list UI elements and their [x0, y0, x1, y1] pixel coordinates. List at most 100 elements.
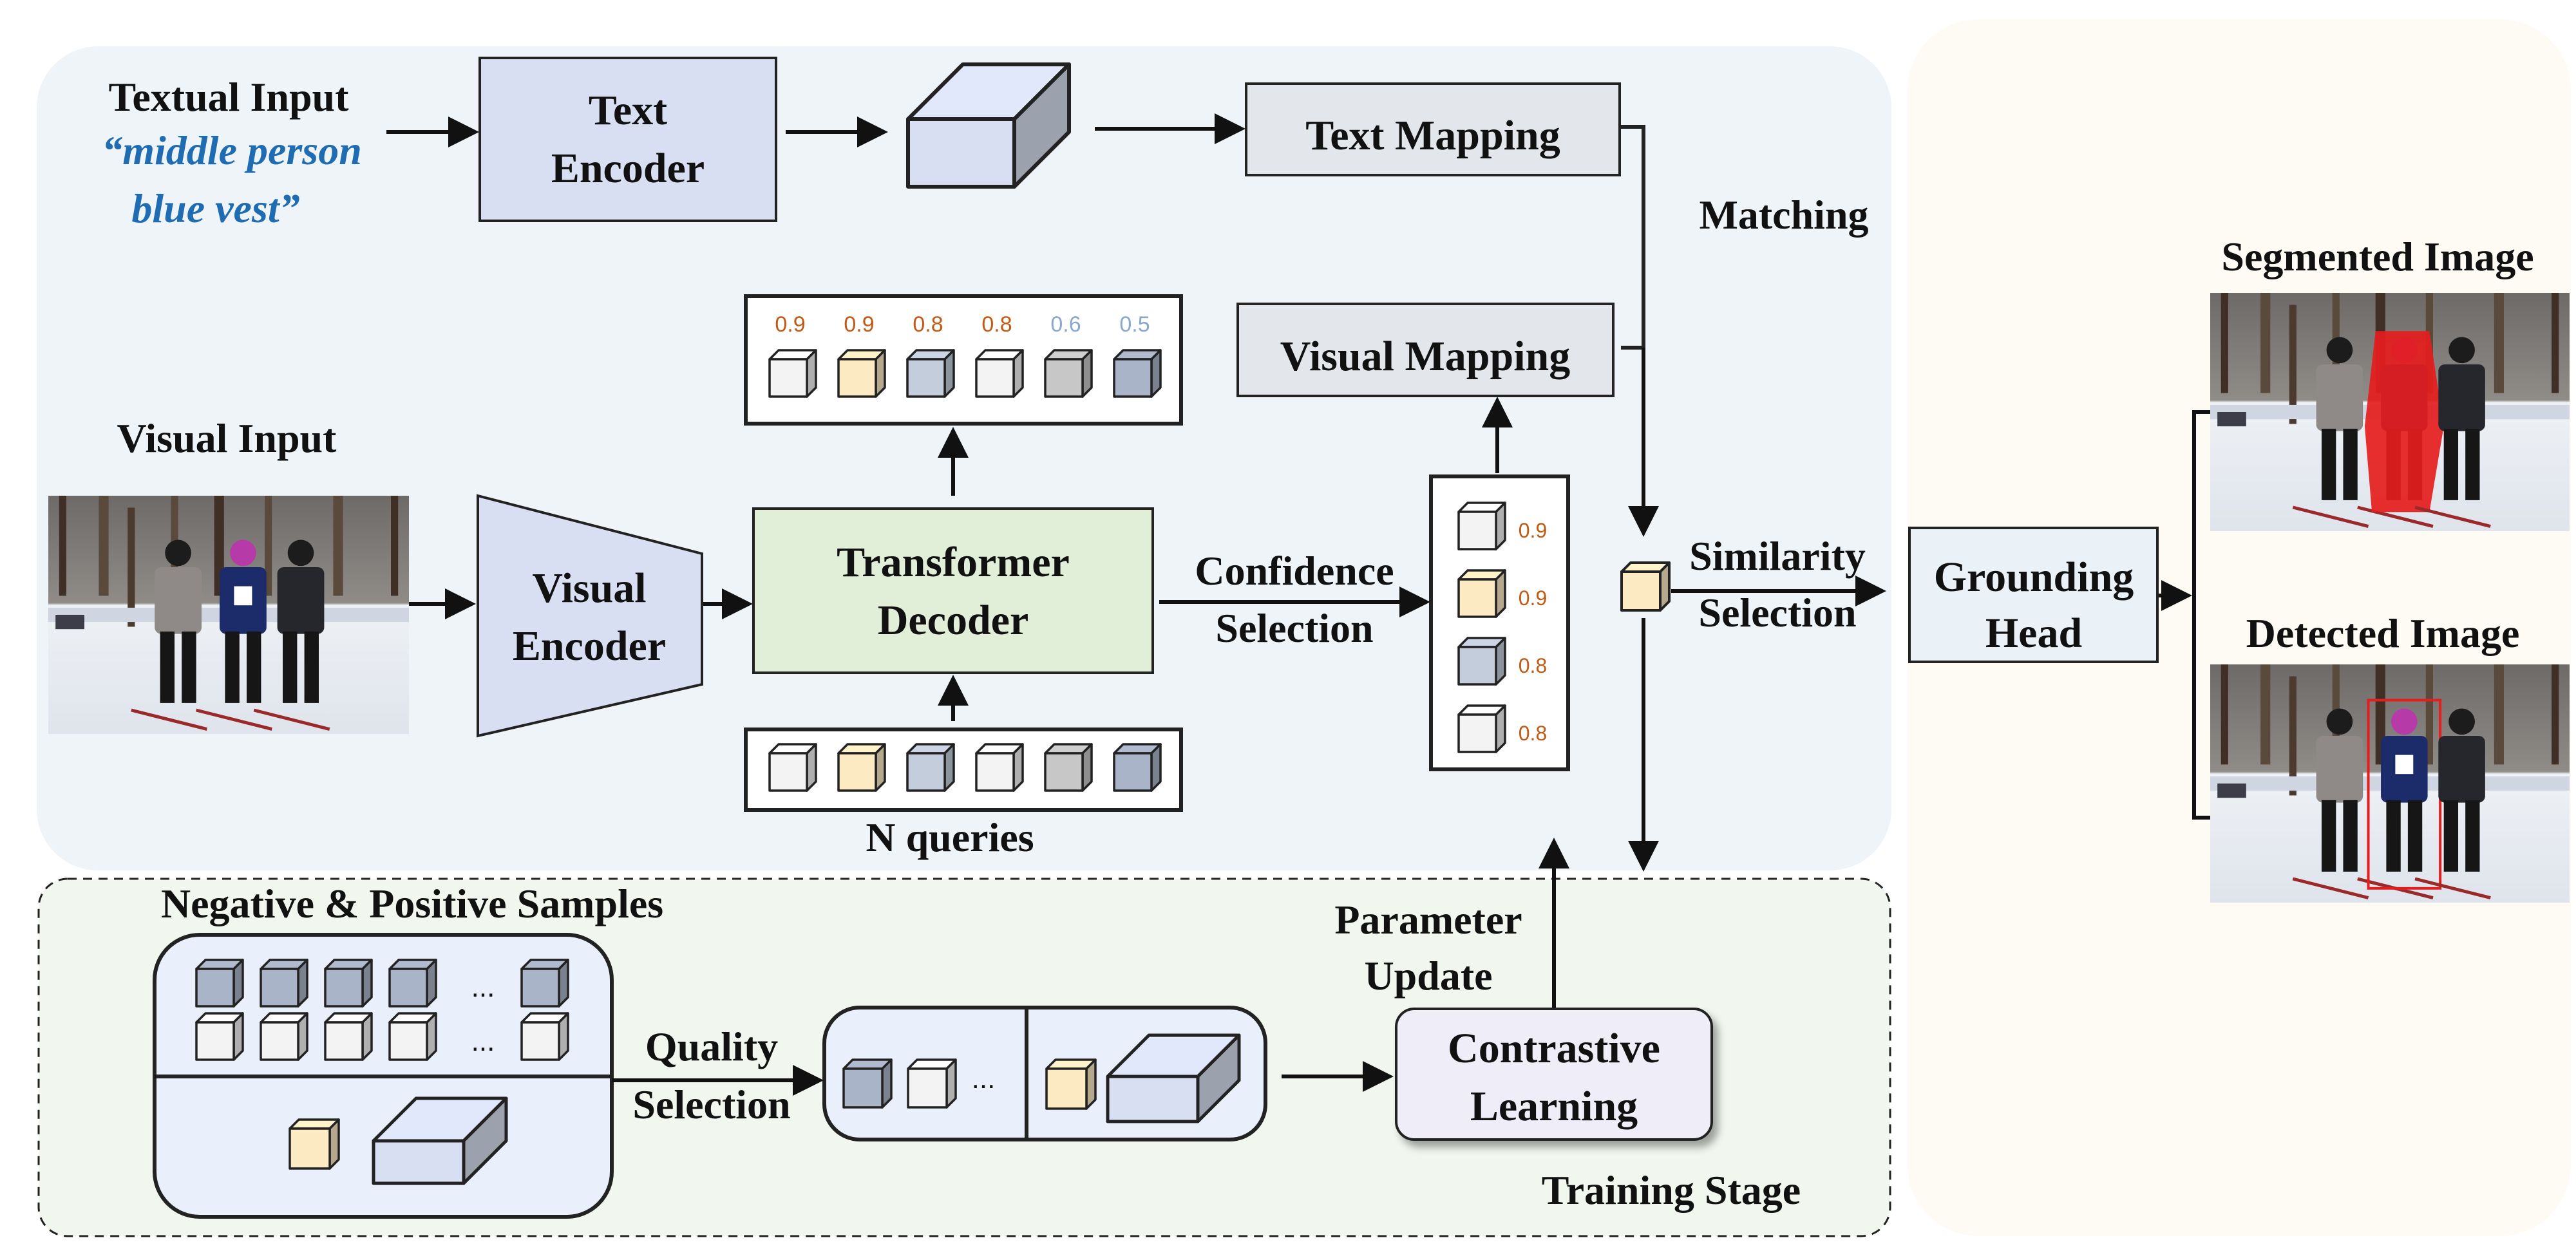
negative-sample-cube	[260, 959, 308, 1008]
input-query-cube	[768, 743, 817, 792]
input-image	[48, 496, 409, 734]
textual-input-title: Textual Input	[109, 74, 350, 120]
input-query-cube	[1113, 743, 1162, 792]
selected-positive-cube	[1045, 1058, 1097, 1110]
visual-input-title: Visual Input	[117, 415, 337, 461]
scored-query-cube	[837, 349, 886, 398]
selected-query-cube	[1457, 569, 1506, 618]
n-queries-box	[744, 728, 1183, 812]
input-query-cube	[906, 743, 955, 792]
scored-query-cube	[906, 349, 955, 398]
selected-query-score: 0.9	[1519, 519, 1547, 542]
negative-sample-cube	[388, 959, 437, 1008]
input-query-cube	[837, 743, 886, 792]
skier-figure	[131, 540, 208, 731]
skier-figure	[2414, 337, 2491, 529]
output-bracket	[2192, 410, 2215, 820]
transformer-decoder-label-1: Transformer	[837, 539, 1070, 586]
selected-query-score: 0.8	[1519, 654, 1547, 677]
samples-ellipsis: ...	[471, 972, 495, 1003]
contrastive-learning-label-2: Learning	[1470, 1083, 1638, 1130]
text-mapping-box: Text Mapping	[1245, 82, 1621, 176]
text-mapping-label: Text Mapping	[1305, 112, 1560, 159]
transformer-decoder-box: Transformer Decoder	[752, 507, 1154, 674]
selected-text-cube	[1106, 1033, 1241, 1123]
segmented-image	[2210, 293, 2570, 531]
skier-figure	[2357, 331, 2444, 529]
selected-query-cube	[1457, 502, 1506, 550]
scored-query-cube	[975, 349, 1024, 398]
matching-bracket	[1621, 125, 1645, 350]
transformer-decoder-label-2: Decoder	[878, 597, 1029, 644]
negative-sample-cube	[520, 1012, 569, 1061]
similarity-selection-label-2: Selection	[1698, 590, 1856, 635]
text-feature-cube	[906, 62, 1071, 189]
selected-query-cube	[1457, 637, 1506, 686]
skier-figure	[2357, 699, 2442, 900]
sample-cubes: ......	[195, 959, 569, 1185]
input-queries	[768, 743, 1162, 792]
text-sample-cube	[372, 1096, 508, 1185]
negative-sample-cube	[324, 959, 373, 1008]
quality-selection-label-1: Quality	[645, 1024, 778, 1069]
segmentation-mask	[2364, 331, 2444, 512]
visual-encoder-label-1: Visual	[532, 565, 646, 612]
positive-sample-cube	[289, 1118, 340, 1170]
query-score: 0.9	[775, 312, 805, 337]
grounding-head-label-1: Grounding	[1934, 554, 2134, 601]
parameter-update-label-2: Update	[1364, 953, 1492, 999]
detected-image	[2210, 664, 2570, 903]
selected-query-score: 0.9	[1519, 587, 1547, 610]
selected-negative-cube	[842, 1058, 893, 1109]
matched-query-cube	[1620, 561, 1671, 612]
skier-figure	[2292, 337, 2369, 529]
n-queries-label: N queries	[866, 814, 1034, 860]
query-score: 0.6	[1050, 312, 1081, 337]
similarity-selection-label-1: Similarity	[1689, 533, 1866, 579]
negative-sample-cube	[260, 1012, 308, 1061]
query-score: 0.9	[844, 312, 874, 337]
visual-encoder-box: Visual Encoder	[477, 494, 703, 738]
contrastive-learning-box: Contrastive Learning	[1395, 1008, 1713, 1141]
scored-queries: 0.9 0.9 0.8 0.8 0.6 0.5	[768, 312, 1162, 398]
skier-figure	[195, 540, 272, 731]
negative-sample-cube	[195, 1012, 244, 1061]
negative-sample-cube	[195, 959, 244, 1008]
parameter-update-label-1: Parameter	[1334, 897, 1522, 943]
scored-query-cube	[768, 349, 817, 398]
skier-figure	[2414, 708, 2491, 900]
scored-query-cube	[1113, 349, 1162, 398]
scored-query-cube	[1044, 349, 1093, 398]
negative-sample-cube	[388, 1012, 437, 1061]
training-stage-label: Training Stage	[1542, 1167, 1801, 1213]
confidence-selection-label-1: Confidence	[1195, 548, 1394, 594]
contrastive-learning-label-1: Contrastive	[1448, 1025, 1660, 1072]
selected-negative-cube	[907, 1058, 957, 1109]
selected-sample-cubes: ...	[842, 1033, 1241, 1123]
selected-samples-ellipsis: ...	[972, 1063, 996, 1094]
grounding-head-box: Grounding Head	[1908, 527, 2159, 663]
selected-queries: 0.90.90.80.8	[1457, 502, 1547, 753]
text-feature-cube-shape	[906, 62, 1071, 189]
visual-mapping-box: Visual Mapping	[1236, 303, 1615, 397]
text-query-line1: “middle person	[102, 127, 362, 173]
visual-mapping-label: Visual Mapping	[1280, 333, 1571, 380]
skier-figure	[253, 540, 330, 731]
matched-cube-shape	[1620, 561, 1671, 612]
selected-query-cube	[1457, 704, 1506, 753]
samples-title: Negative & Positive Samples	[161, 881, 663, 926]
samples-ellipsis: ...	[471, 1026, 495, 1057]
query-score: 0.8	[981, 312, 1012, 337]
grounding-head-label-2: Head	[1985, 610, 2082, 657]
matching-label: Matching	[1699, 192, 1868, 238]
negative-sample-cube	[324, 1012, 373, 1061]
detected-image-title: Detected Image	[2246, 610, 2520, 656]
visual-encoder-label-2: Encoder	[513, 623, 666, 670]
text-query-line2: blue vest”	[131, 185, 299, 231]
flow-arrows	[386, 113, 2192, 1096]
query-score: 0.8	[913, 312, 943, 337]
input-query-cube	[975, 743, 1024, 792]
query-score: 0.5	[1119, 312, 1150, 337]
text-encoder-label-1: Text	[589, 87, 667, 134]
